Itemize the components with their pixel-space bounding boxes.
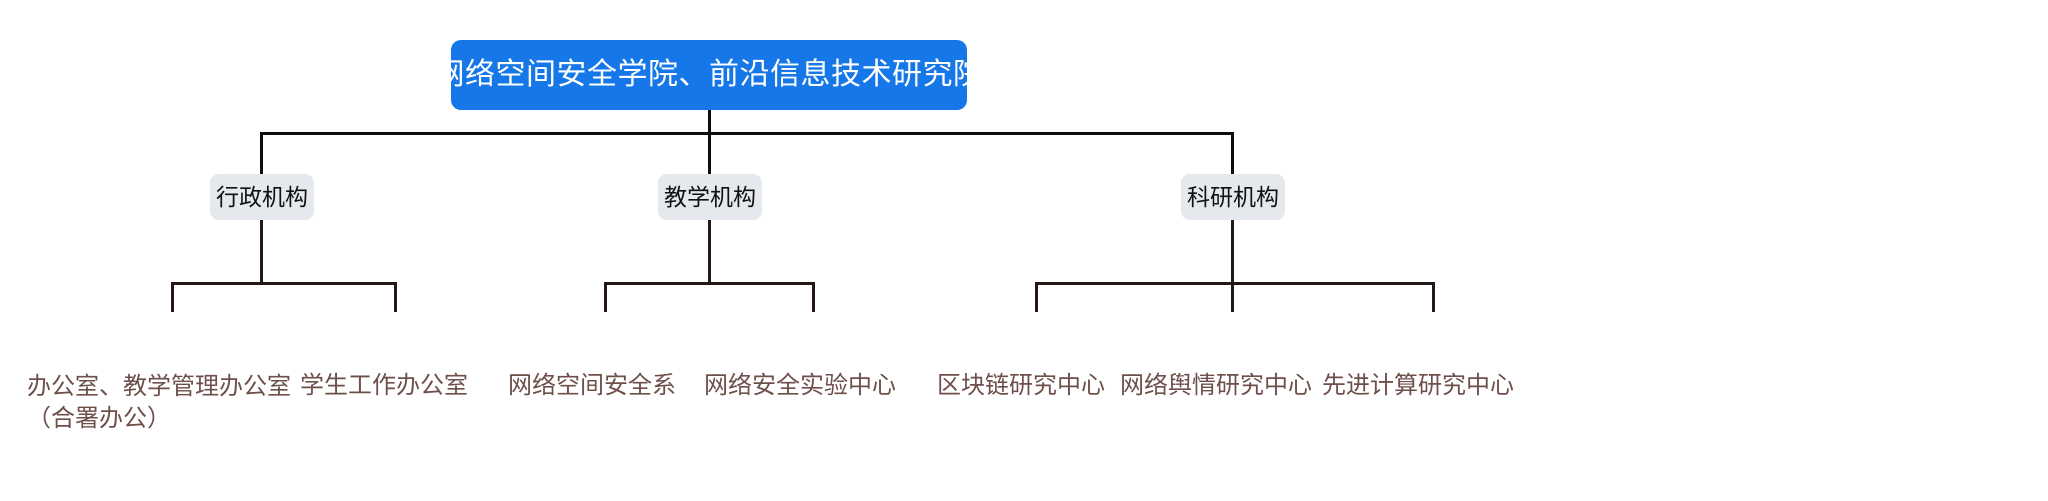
connector-group2-to-child-2 — [1432, 282, 1435, 312]
group-node-label: 科研机构 — [1187, 183, 1279, 210]
group-node-label: 教学机构 — [664, 183, 756, 210]
connector-bus-to-group-2 — [1231, 132, 1234, 174]
connector-root-stem — [708, 110, 711, 134]
connector-group0-to-child-1 — [394, 282, 397, 312]
leaf-node-cyberspace-security-department[interactable]: 网络空间安全系 — [508, 368, 704, 404]
leaf-node-label-line1: 区块链研究中心 — [937, 371, 1105, 399]
connector-bus-to-group-1 — [708, 132, 711, 174]
leaf-node-office-and-teaching-admin[interactable]: 办公室、教学管理办公室 （合署办公） — [27, 368, 317, 438]
leaf-node-label-line1: 办公室、教学管理办公室 — [27, 372, 291, 400]
connector-group1-to-child-1 — [812, 282, 815, 312]
leaf-node-label-line2: （合署办公） — [27, 405, 171, 432]
connector-group1-bus — [604, 282, 815, 285]
root-node-label: 网络空间安全学院、前沿信息技术研究院 — [434, 58, 984, 92]
root-node[interactable]: 网络空间安全学院、前沿信息技术研究院 — [435, 40, 983, 110]
leaf-node-label-line1: 先进计算研究中心 — [1322, 371, 1514, 399]
connector-level1-bus — [260, 132, 1234, 135]
leaf-node-label-line1: 网络安全实验中心 — [704, 371, 896, 399]
connector-bus-to-group-0 — [260, 132, 263, 174]
leaf-node-network-security-lab-center[interactable]: 网络安全实验中心 — [704, 368, 926, 404]
connector-group2-to-child-0 — [1035, 282, 1038, 312]
connector-group2-stem — [1231, 220, 1234, 284]
leaf-node-label-line1: 网络空间安全系 — [508, 371, 676, 399]
leaf-node-label-line1: 网络舆情研究中心 — [1120, 371, 1312, 399]
group-node-administrative[interactable]: 行政机构 — [210, 174, 314, 220]
group-node-research[interactable]: 科研机构 — [1181, 174, 1285, 220]
connector-group1-stem — [708, 220, 711, 284]
leaf-node-public-opinion-research-center[interactable]: 网络舆情研究中心 — [1120, 368, 1342, 404]
connector-group1-to-child-0 — [604, 282, 607, 312]
connector-group2-to-child-1 — [1231, 282, 1234, 312]
leaf-node-blockchain-research-center[interactable]: 区块链研究中心 — [937, 368, 1133, 404]
leaf-node-label-line1: 学生工作办公室 — [300, 371, 468, 399]
leaf-node-student-affairs-office[interactable]: 学生工作办公室 — [300, 368, 496, 404]
group-node-label: 行政机构 — [216, 183, 308, 210]
group-node-teaching[interactable]: 教学机构 — [658, 174, 762, 220]
connector-group0-bus — [171, 282, 397, 285]
connector-group0-stem — [260, 220, 263, 284]
connector-group0-to-child-0 — [171, 282, 174, 312]
connector-group2-bus — [1035, 282, 1435, 285]
leaf-node-advanced-computing-research-center[interactable]: 先进计算研究中心 — [1322, 368, 1544, 404]
